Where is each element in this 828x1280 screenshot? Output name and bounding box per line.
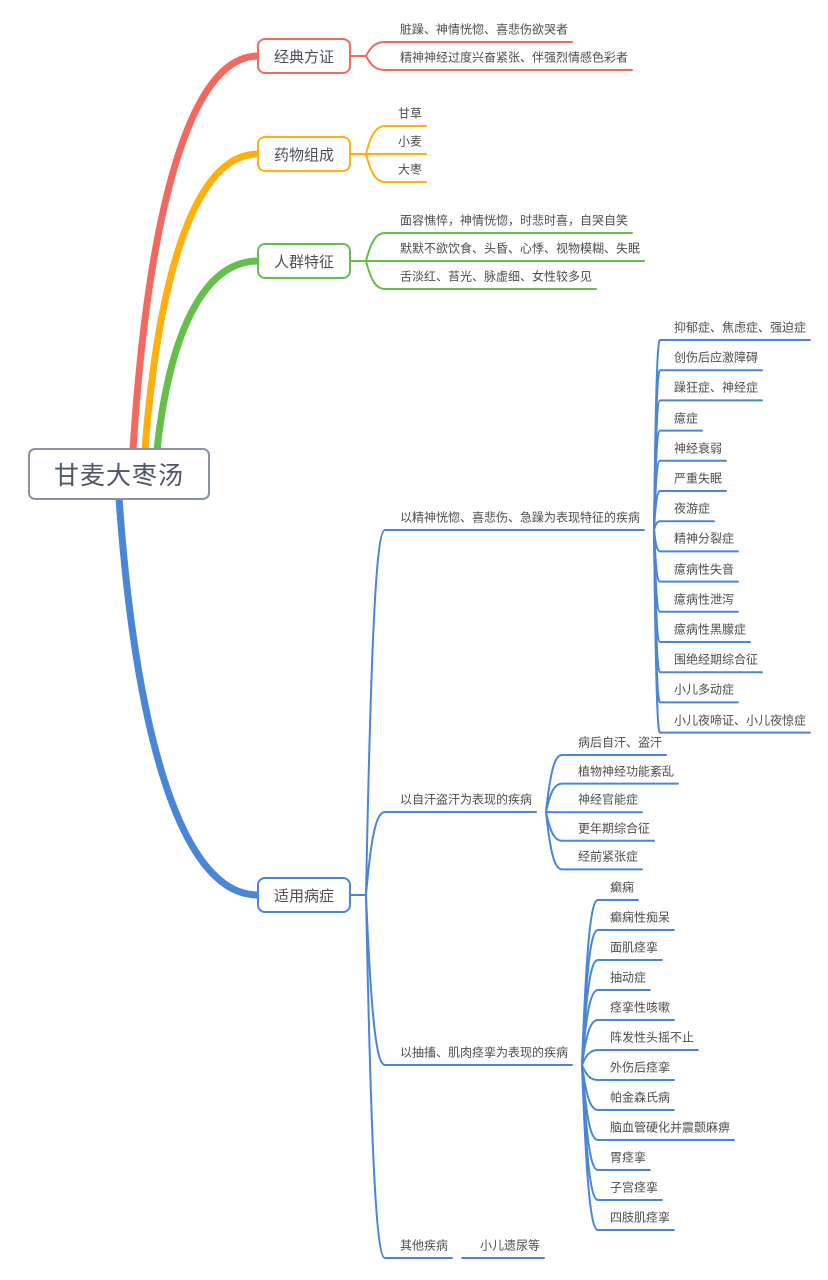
branch-topic-label: 适用病症 xyxy=(273,886,334,905)
leaf-topic[interactable]: 面肌痉挛 xyxy=(610,940,659,955)
leaf-topic[interactable]: 经前紧张症 xyxy=(578,849,639,864)
connector-line xyxy=(129,52,262,454)
connector-line xyxy=(581,1064,675,1081)
connector-line xyxy=(141,150,262,454)
leaf-topic[interactable]: 小麦 xyxy=(398,134,423,149)
branch-topic-population-features[interactable]: 人群特征 xyxy=(257,243,351,279)
leaf-topic[interactable]: 小儿多动症 xyxy=(674,682,735,697)
connector-line xyxy=(581,1019,675,1066)
leaf-topic[interactable]: 胃痉挛 xyxy=(610,1150,647,1165)
subtopic-label[interactable]: 其他疾病 xyxy=(400,1238,449,1253)
leaf-topic[interactable]: 面容憔悴，神情恍惚，时悲时喜，自哭自笑 xyxy=(400,213,629,228)
connector-line xyxy=(365,153,427,183)
connector-line xyxy=(545,754,667,813)
leaf-topic[interactable]: 创伤后应激障碍 xyxy=(674,350,759,365)
connector-line xyxy=(581,1049,699,1066)
connector-line xyxy=(581,1064,675,1231)
connector-line xyxy=(365,529,645,896)
subtopic-label[interactable]: 以抽搐、肌肉痉挛为表现的疾病 xyxy=(400,1045,569,1060)
subtopic-label[interactable]: 以自汗盗汗为表现的疾病 xyxy=(400,792,533,807)
leaf-topic[interactable]: 癔病性泄泻 xyxy=(674,592,735,607)
branch-topic-applicable-diseases[interactable]: 适用病症 xyxy=(257,877,351,913)
subtopic-label[interactable]: 以精神恍惚、喜悲伤、急躁为表现特征的疾病 xyxy=(400,510,641,525)
leaf-topic[interactable]: 小儿夜啼证、小儿夜惊症 xyxy=(674,713,807,728)
leaf-topic[interactable]: 癔症 xyxy=(674,411,699,426)
connector-line xyxy=(365,55,633,71)
leaf-topic[interactable]: 癔病性失音 xyxy=(674,562,735,577)
leaf-topic[interactable]: 抑郁症、焦虑症、强迫症 xyxy=(674,320,807,335)
connector-line xyxy=(365,232,633,262)
leaf-topic[interactable]: 脑血管硬化并震颤麻痹 xyxy=(610,1120,731,1135)
leaf-topic[interactable]: 痉挛性咳嗽 xyxy=(610,1000,671,1015)
leaf-topic[interactable]: 子宫痉挛 xyxy=(610,1180,659,1195)
connector-line xyxy=(545,811,643,871)
branch-topic-label: 人群特征 xyxy=(273,252,334,271)
connector-line xyxy=(365,894,453,1259)
leaf-topic[interactable]: 大枣 xyxy=(398,162,423,177)
leaf-topic[interactable]: 癫痫 xyxy=(610,880,635,895)
leaf-topic[interactable]: 神经官能症 xyxy=(578,792,639,807)
leaf-topic[interactable]: 小儿遗尿等 xyxy=(480,1238,541,1253)
leaf-topic[interactable]: 精神分裂症 xyxy=(674,531,735,546)
leaf-topic[interactable]: 外伤后痉挛 xyxy=(610,1060,671,1075)
connector-line xyxy=(365,125,427,155)
leaf-topic[interactable]: 默默不欲饮食、头昏、心悸、视物模糊、失眠 xyxy=(400,241,641,256)
leaf-topic[interactable]: 癔病性黑朦症 xyxy=(674,622,747,637)
leaf-topic[interactable]: 植物神经功能紊乱 xyxy=(578,764,675,779)
connector-line xyxy=(653,490,727,531)
leaf-topic[interactable]: 夜游症 xyxy=(674,501,711,516)
leaf-topic[interactable]: 严重失眠 xyxy=(674,471,723,486)
connector-line xyxy=(365,811,537,896)
leaf-topic[interactable]: 癫痫性痴呆 xyxy=(610,910,671,925)
root-topic[interactable]: 甘麦大枣汤 xyxy=(28,448,210,500)
branch-topic-label: 药物组成 xyxy=(273,145,334,164)
leaf-topic[interactable]: 更年期综合征 xyxy=(578,821,651,836)
leaf-topic[interactable]: 脏躁、神情恍惚、喜悲伤欲哭者 xyxy=(400,22,569,37)
connector-line xyxy=(365,260,597,290)
connector-line xyxy=(115,494,262,899)
branch-topic-label: 经典方证 xyxy=(273,47,334,66)
leaf-topic[interactable]: 四肢肌痉挛 xyxy=(610,1210,671,1225)
connector-line xyxy=(653,520,715,531)
leaf-topic[interactable]: 帕金森氏病 xyxy=(610,1090,671,1105)
connector-line xyxy=(365,894,573,1066)
leaf-topic[interactable]: 甘草 xyxy=(398,106,423,121)
leaf-topic[interactable]: 病后自汗、盗汗 xyxy=(578,735,663,750)
connector-line xyxy=(545,782,679,813)
connector-line xyxy=(365,41,573,57)
branch-topic-classic-indications[interactable]: 经典方证 xyxy=(257,38,351,74)
leaf-topic[interactable]: 躁狂症、神经症 xyxy=(674,380,759,395)
root-topic-label: 甘麦大枣汤 xyxy=(53,461,184,490)
leaf-topic[interactable]: 围绝经期综合征 xyxy=(674,652,759,667)
connector-line xyxy=(653,529,739,704)
leaf-topic[interactable]: 神经衰弱 xyxy=(674,441,723,456)
leaf-topic[interactable]: 阵发性头摇不止 xyxy=(610,1030,695,1045)
leaf-topic[interactable]: 精神神经过度兴奋紧张、伴强烈情感色彩者 xyxy=(400,50,629,65)
leaf-topic[interactable]: 舌淡红、苔光、脉虚细、女性较多见 xyxy=(400,269,593,284)
connector-line xyxy=(153,257,262,454)
connector-line xyxy=(581,989,651,1066)
branch-topic-herb-composition[interactable]: 药物组成 xyxy=(257,136,351,172)
connector-line xyxy=(653,529,811,734)
leaf-topic[interactable]: 抽动症 xyxy=(610,970,647,985)
